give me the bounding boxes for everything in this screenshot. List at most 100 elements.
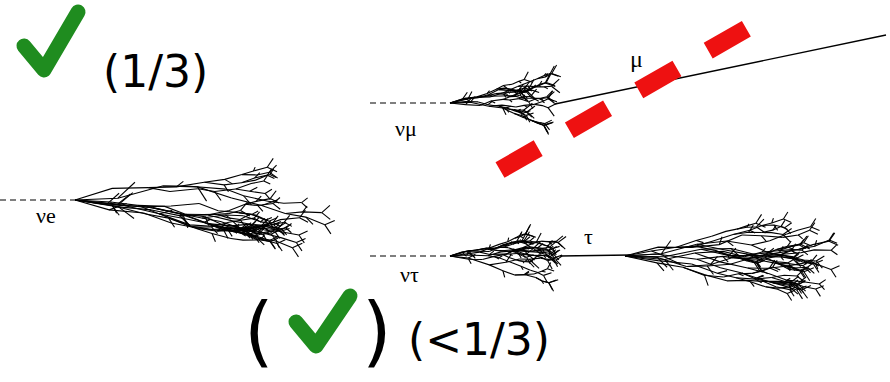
shower-branch [536,233,541,242]
shower-branch [208,215,252,224]
shower-branch [518,89,528,93]
red-strike-line [500,14,772,170]
shower-branch [119,207,135,219]
shower-branch [267,175,274,178]
shower-branch [556,256,562,260]
check-mark [296,296,350,346]
shower-branch [522,110,525,112]
shower-branch [748,268,787,280]
shower-branch [487,91,489,94]
shower-branch [807,267,814,273]
shower-branch [548,261,552,269]
parenthesis: ( [244,293,274,369]
shower-branch [526,115,530,122]
shower-branch [517,231,522,240]
shower-branch [544,125,549,134]
shower-branch [299,210,305,218]
shower-branch [530,237,535,241]
shower-branch [219,227,264,234]
shower-branch [204,175,242,183]
shower-branch [550,242,553,245]
shower-branch [777,262,780,265]
shower-branch [683,267,727,281]
shower-branch [539,85,541,87]
shower-branch [506,248,523,255]
shower-branch [547,262,550,268]
shower-branch [762,248,765,252]
shower-branch [527,248,529,249]
shower-branch [804,272,810,281]
shower-branch [544,123,552,126]
shower-branch [547,245,550,246]
shower-branch [781,257,784,260]
shower-branch [299,218,308,223]
shower-branch [240,215,250,220]
shower-branch [787,280,819,284]
neutrino-label: νμ [395,118,417,140]
shower-branch [530,89,536,96]
shower-branch [286,223,292,228]
shower-branch [482,254,506,259]
shower-branch [750,282,754,287]
shower-branch [533,248,541,254]
shower-branch [556,260,561,265]
shower-branch [547,98,554,104]
shower-branch [730,259,764,264]
fraction-label: (<1/3) [408,318,550,362]
shower-branch [506,109,508,112]
shower-branch [260,219,265,222]
shower-branch [548,251,554,256]
shower-branch [276,241,280,248]
shower-branch [533,97,547,99]
shower-branch [819,280,825,284]
shower-branch [306,217,313,224]
shower-branch [802,250,808,255]
shower-branch [527,257,531,264]
shower-branch [469,259,472,263]
shower-branch [544,273,552,276]
shower-branch [748,267,784,269]
shower-branch [535,104,549,107]
shower-branch [148,182,204,187]
shower-branch [829,240,837,243]
shower-branch [625,256,687,267]
shower-branch [536,278,549,283]
tau-track [560,255,630,256]
fraction-label: (1/3) [103,50,208,94]
shower-branch [265,233,297,242]
shower-branch [756,227,765,233]
shower-branch [531,261,539,268]
shower-branch [523,261,524,263]
shower-branch [546,75,550,83]
shower-branch [742,273,775,283]
shower-branch [225,179,233,184]
shower-branch [253,167,255,171]
shower-branch [717,271,727,274]
shower-branch [787,241,791,246]
shower-branch [548,103,557,108]
shower-branch [523,254,526,257]
shower-branch [242,167,267,174]
shower-branch [816,289,821,296]
shower-branch [545,83,555,86]
shower-branch [534,269,547,274]
shower-branch [542,271,546,273]
incoming-nu-e [0,199,75,200]
parenthesis: ) [362,293,392,369]
shower-branch [236,181,264,189]
particle-label: μ [630,47,643,71]
shower-branch [159,214,219,227]
shower-branch [521,113,523,116]
shower-branch [264,225,299,235]
shower-branch [499,256,502,258]
shower-branch [204,182,241,185]
shower-branch [250,187,258,191]
neutrino-label: ντ [400,264,419,286]
shower-branch [549,280,558,283]
shower-branch [506,106,511,108]
shower-branch [783,212,787,219]
shower-branch [199,203,238,212]
shower-branch [299,231,308,235]
shower-branch [542,102,544,103]
shower-branch [75,200,159,214]
